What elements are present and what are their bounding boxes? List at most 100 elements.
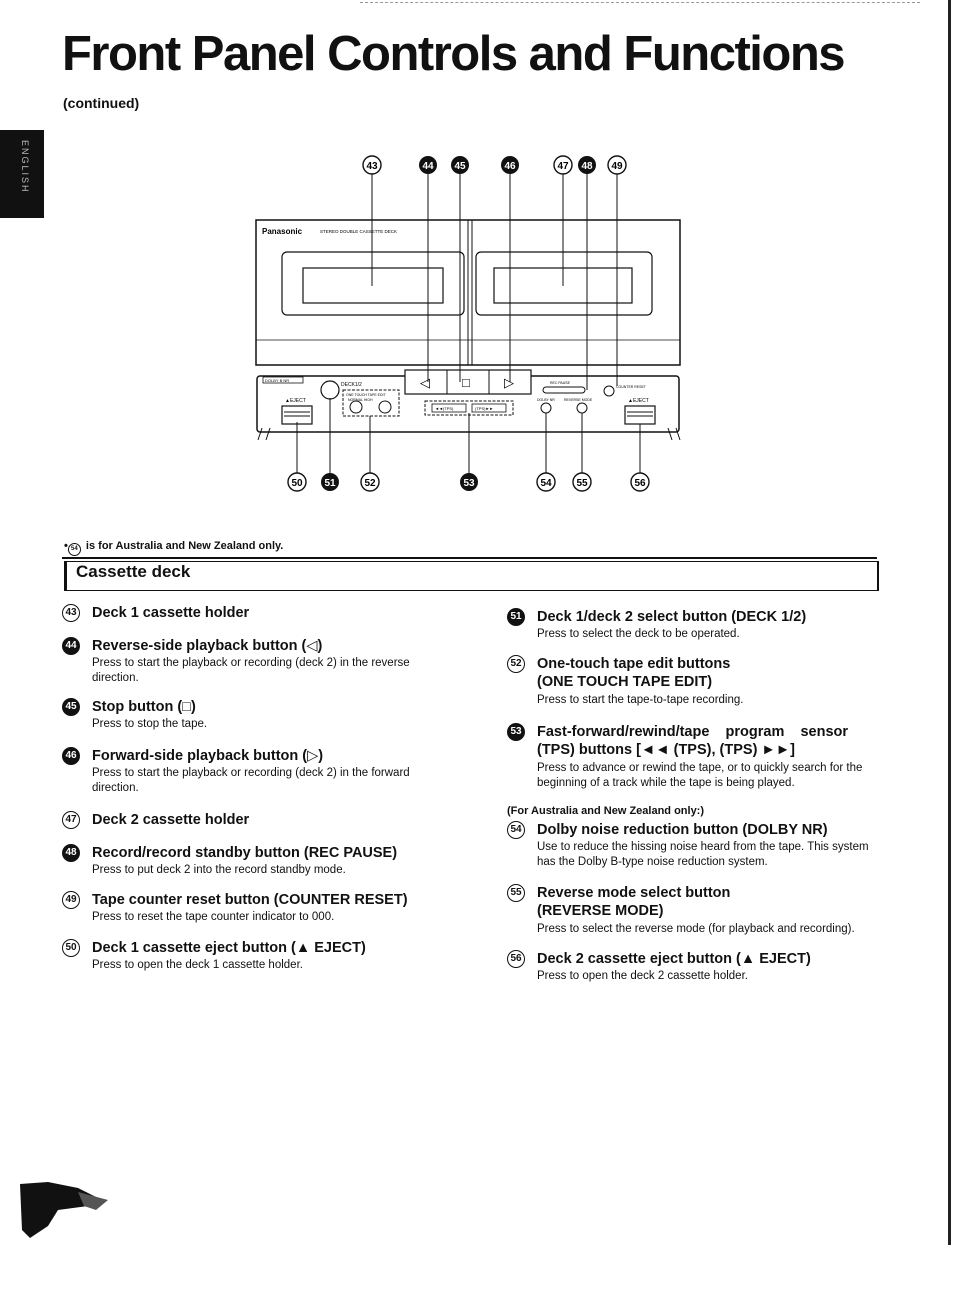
deck-select-label: DECK1/2 [341,382,362,388]
tps-rewind-label: ◄◄(TPS) [435,406,454,411]
item-number: 46 [62,747,80,765]
eject-right-label: ▲EJECT [628,398,649,404]
item-number: 43 [62,604,80,622]
item-number: 49 [62,891,80,909]
item-heading-2: (REVERSE MODE) [537,903,664,919]
reverse-play-icon: ◁ [420,375,430,390]
svg-text:48: 48 [581,161,593,172]
deck-select-button [320,380,340,400]
tps-forward-label: (TPS)►► [475,406,493,411]
item-number: 54 [507,821,525,839]
svg-text:56: 56 [634,478,646,489]
counter-reset-label: COUNTER RESET [616,385,647,389]
deck1-cassette-holder [302,267,444,304]
dolby-nr-label: DOLBY NR [537,398,555,402]
svg-text:43: 43 [366,161,378,172]
deck1-eject-button [281,405,313,425]
note-callout: 54 [67,543,81,556]
item-heading: Deck 1 cassette holder [92,605,250,621]
item-number: 50 [62,939,80,957]
item-description: Press to open the deck 1 cassette holder… [92,959,303,971]
item-heading: Deck 1 cassette eject button (▲ EJECT) [92,940,366,956]
one-touch-label: ONE TOUCH TAPE EDIT [346,393,386,397]
item-number: 56 [507,950,525,968]
reverse-mode-button [576,402,588,414]
item-heading: Deck 1/deck 2 select button (DECK 1/2) [537,609,807,625]
callout-50: 50 [287,472,307,492]
callout-45: 45 [451,156,469,174]
item-number: 45 [62,698,80,716]
callout-56: 56 [630,472,650,492]
section-header-box [64,561,879,591]
scan-mark [20,1182,108,1238]
callout-44: 44 [419,156,437,174]
rec-pause-button [542,386,586,394]
deck2-window [475,251,653,316]
region-prefix: (For Australia and New Zealand only:) [507,805,705,817]
item-heading: Tape counter reset button (COUNTER RESET… [92,892,408,908]
svg-text:50: 50 [291,478,303,489]
svg-text:45: 45 [454,161,466,172]
section-rule [62,557,877,559]
section-title: Cassette deck [76,562,191,581]
item-description: Press to select the reverse mode (for pl… [537,923,855,935]
svg-text:54: 54 [540,478,552,489]
edit-high-button [378,400,392,414]
item-heading-2: (TPS) buttons [◄◄ (TPS), (TPS) ►►] [537,742,795,758]
item-number: 47 [62,811,80,829]
brand-text: Panasonic [262,227,303,236]
item-description: Press to open the deck 2 cassette holder… [537,970,748,982]
item-heading: One-touch tape edit buttons [537,656,731,672]
region-note: •54 is for Australia and New Zealand onl… [64,540,283,556]
item-description: Press to stop the tape. [92,718,208,730]
stop-icon: □ [462,375,470,390]
counter-reset-button [603,385,615,397]
item-description: Use to reduce the hissing noise heard fr… [537,841,869,868]
item-number: 48 [62,844,80,862]
item-number: 55 [507,884,525,902]
callout-53: 53 [460,473,478,491]
svg-text:44: 44 [422,161,434,172]
item-heading: Reverse mode select button [537,885,731,901]
deck1-window [281,251,465,316]
forward-play-icon: ▷ [504,375,514,390]
language-tab: ENGLISH [0,130,44,218]
callout-47: 47 [553,155,573,175]
top-dashed-rule [360,2,920,4]
tps-forward-button [471,403,507,413]
rec-pause-label: REC PAUSE [550,381,571,385]
dolby-nr-button [540,402,552,414]
one-touch-sub: NORMAL HIGH [348,398,373,402]
svg-text:47: 47 [557,161,569,172]
item-number: 52 [507,655,525,673]
dolby-logo-text: DOLBY B NR [265,378,289,383]
svg-text:52: 52 [364,478,376,489]
callout-43: 43 [362,155,382,175]
reverse-mode-label: REVERSE MODE [564,398,593,402]
deck2-eject-button [624,405,656,425]
svg-text:46: 46 [504,161,516,172]
item-number: 53 [507,723,525,741]
item-heading: Stop button (□) [92,699,196,715]
eject-left-label: ▲EJECT [285,398,306,404]
svg-text:49: 49 [611,161,623,172]
item-heading: Reverse-side playback button (◁) [92,638,323,654]
callout-48: 48 [578,156,596,174]
language-tab-label: ENGLISH [20,140,30,194]
item-heading: Dolby noise reduction button (DOLBY NR) [537,822,828,838]
item-heading: Deck 2 cassette eject button (▲ EJECT) [537,951,811,967]
right-margin-rule [948,0,951,1245]
item-number: 51 [507,608,525,626]
item-description: Press to put deck 2 into the record stan… [92,864,346,876]
note-text: is for Australia and New Zealand only. [85,540,284,552]
tps-rewind-button [431,403,467,413]
item-heading: Deck 2 cassette holder [92,812,250,828]
svg-text:53: 53 [463,478,475,489]
item-description: Press to reset the tape counter indicato… [92,911,335,923]
item-heading-2: (ONE TOUCH TAPE EDIT) [537,674,713,690]
item-heading: Record/record standby button (REC PAUSE) [92,845,398,861]
edit-normal-button [349,400,363,414]
callout-51: 51 [321,473,339,491]
page-title: Front Panel Controls and Functions [62,27,846,81]
item-description: Press to start the playback or recording… [92,767,410,794]
